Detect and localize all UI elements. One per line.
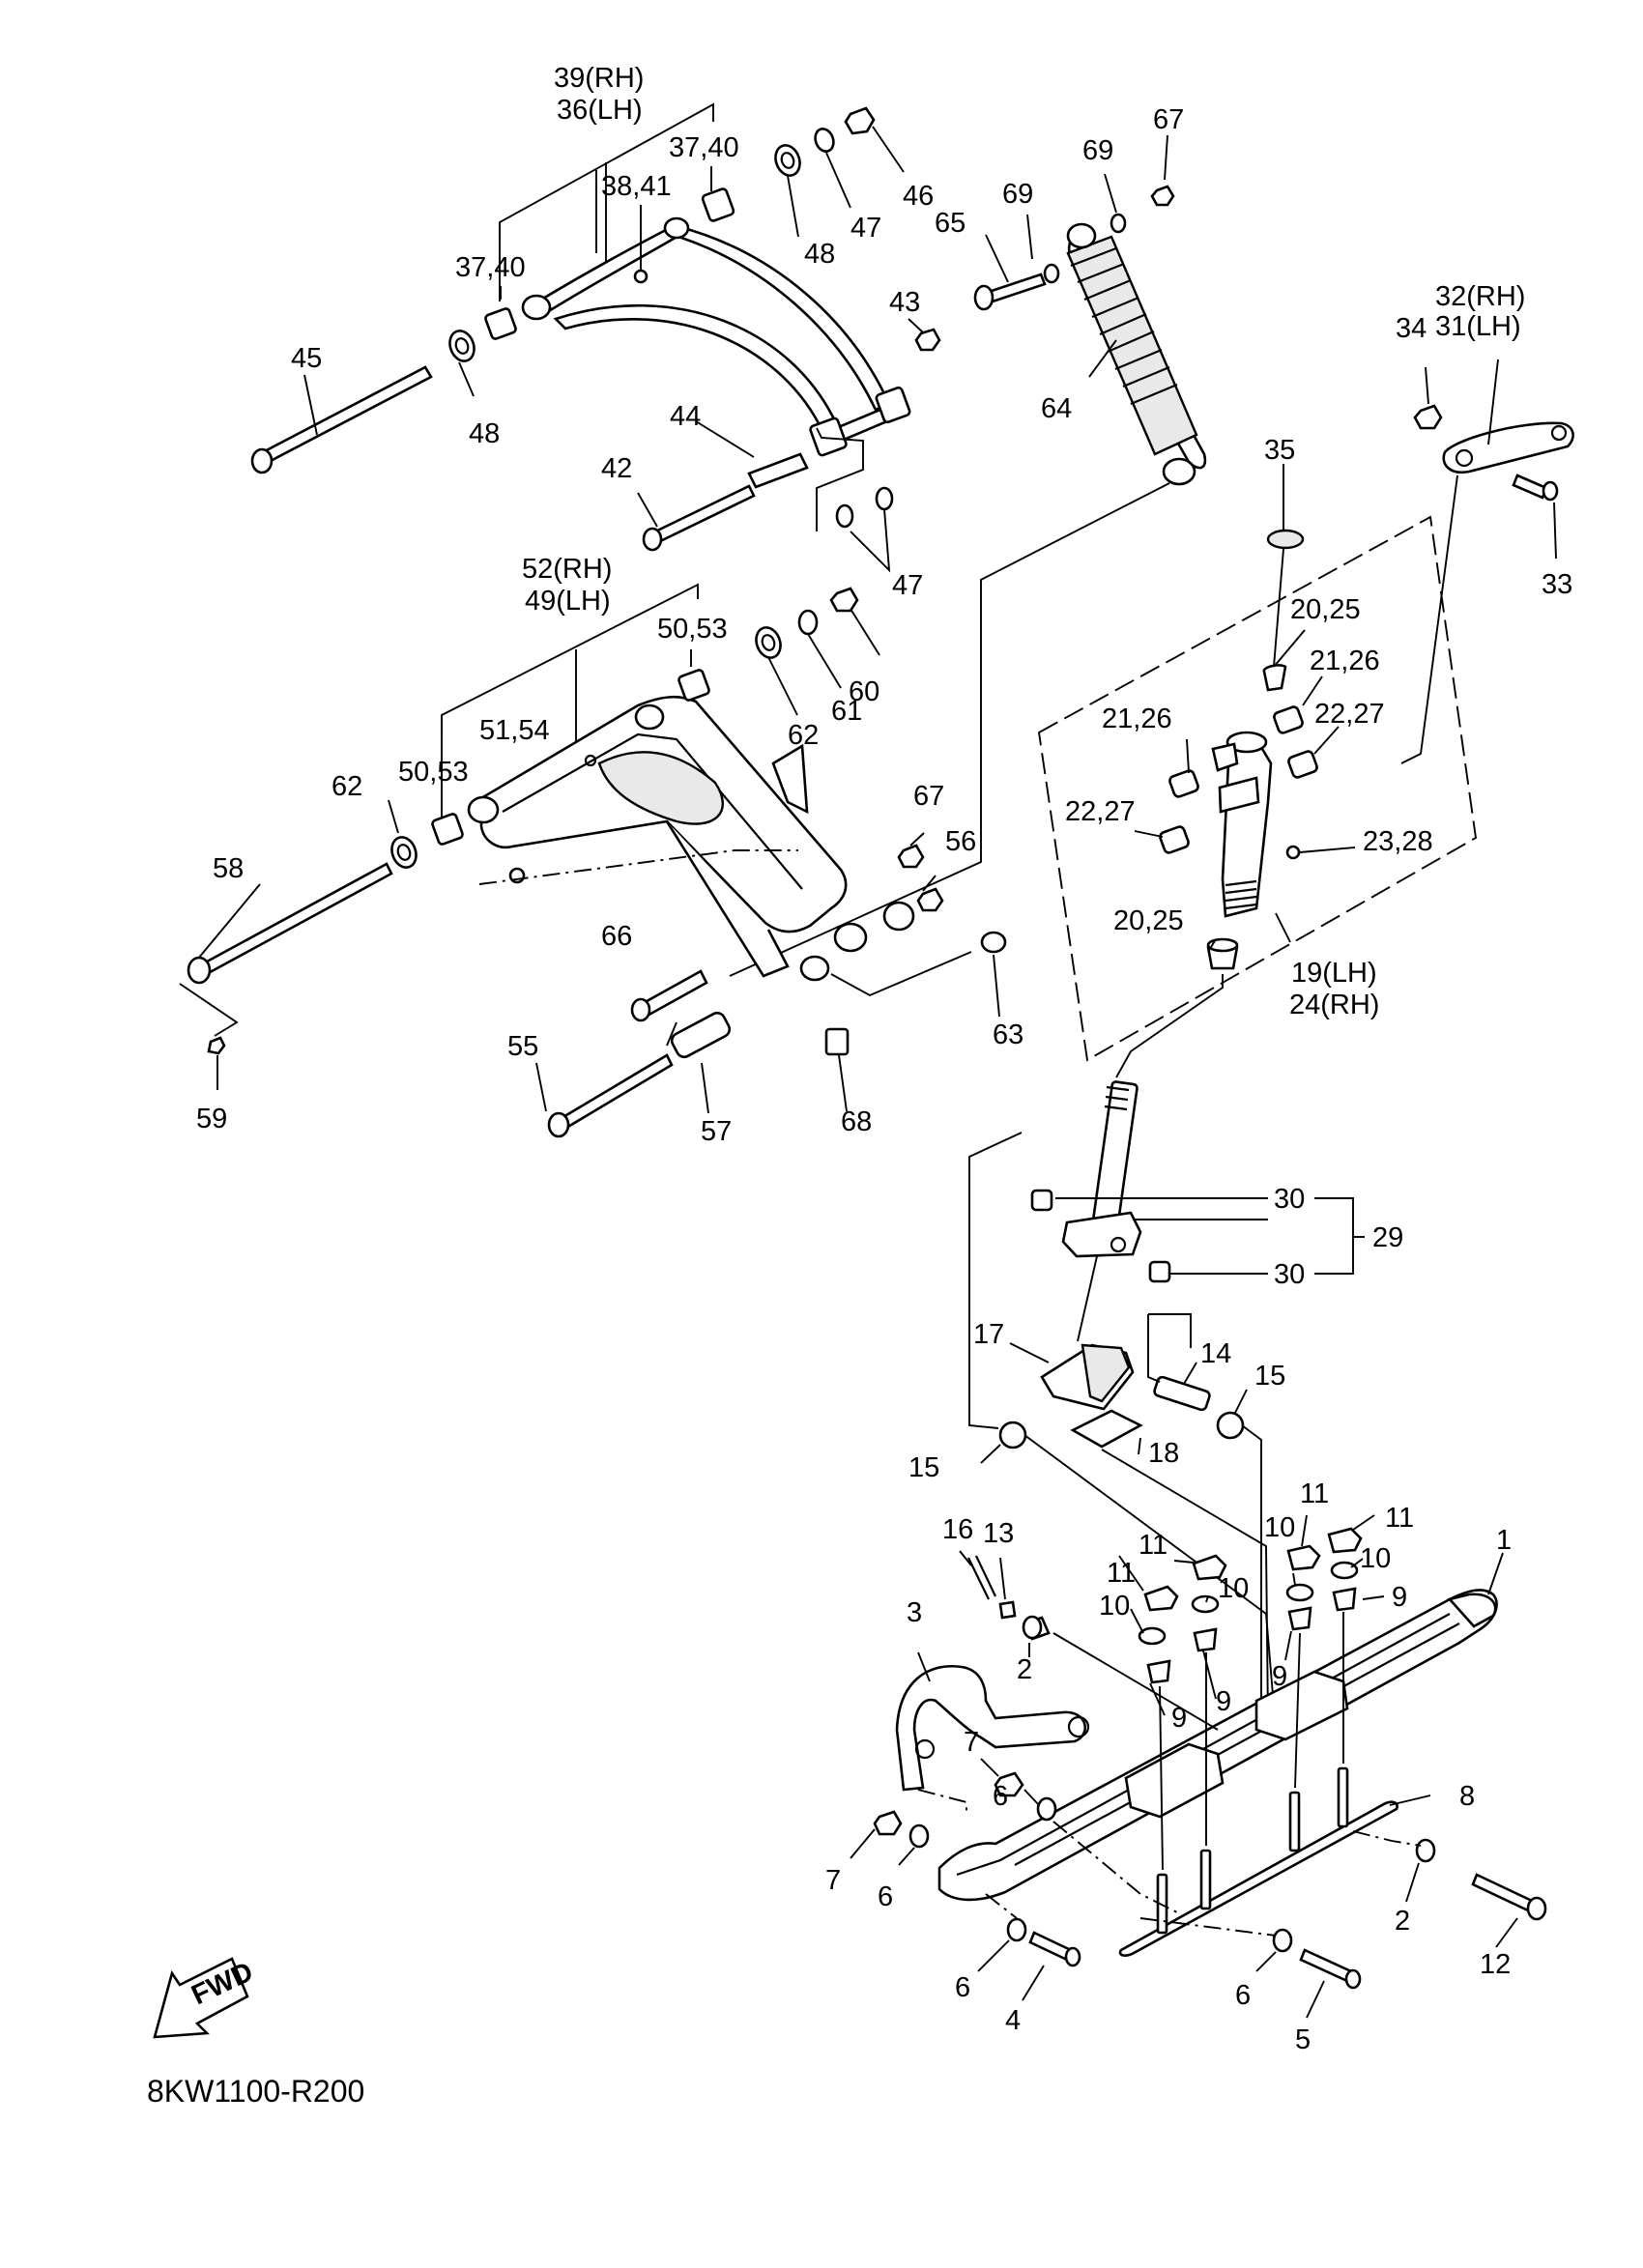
callout-50-53b: 50,53 xyxy=(398,757,469,788)
callout-15a: 15 xyxy=(1254,1361,1285,1392)
callout-50-53a: 50,53 xyxy=(657,614,728,645)
callout-22-27b: 22,27 xyxy=(1065,796,1136,827)
steering-linkage xyxy=(968,359,1574,1731)
callout-60: 60 xyxy=(849,676,879,707)
callout-6c: 6 xyxy=(955,1972,970,2003)
callout-64: 64 xyxy=(1041,393,1072,424)
callout-63: 63 xyxy=(993,1019,1023,1050)
callout-69a: 69 xyxy=(1082,135,1113,166)
callout-67a: 67 xyxy=(1153,104,1184,135)
callout-5: 5 xyxy=(1295,2024,1311,2055)
callout-44: 44 xyxy=(670,401,701,432)
callout-46: 46 xyxy=(903,181,934,212)
upper-arm-assembly xyxy=(250,102,941,573)
callout-33: 33 xyxy=(1542,569,1572,600)
callout-55: 55 xyxy=(507,1031,538,1062)
shock-absorber xyxy=(729,134,1207,977)
callout-9a: 9 xyxy=(1392,1582,1407,1613)
callout-20-25b: 20,25 xyxy=(1113,905,1184,936)
callout-14: 14 xyxy=(1200,1338,1231,1369)
callout-4: 4 xyxy=(1005,2005,1021,2036)
callout-6a: 6 xyxy=(993,1781,1008,1812)
callout-36: 36(LH) xyxy=(557,95,643,126)
callout-58: 58 xyxy=(213,853,244,884)
callout-47b: 47 xyxy=(892,570,923,601)
callout-61: 61 xyxy=(831,696,862,727)
callout-35: 35 xyxy=(1264,435,1295,466)
lower-arm-assembly xyxy=(179,583,1007,1138)
callout-62a: 62 xyxy=(788,720,819,751)
callout-20-25a: 20,25 xyxy=(1290,594,1361,625)
callout-6d: 6 xyxy=(1235,1980,1251,2011)
callout-48a: 48 xyxy=(804,239,835,270)
callout-67b: 67 xyxy=(913,781,944,812)
callout-56: 56 xyxy=(945,826,976,857)
callout-9b: 9 xyxy=(1171,1703,1187,1734)
ski-assembly xyxy=(850,1514,1547,2019)
callout-31: 31(LH) xyxy=(1435,311,1521,342)
callout-65: 65 xyxy=(935,208,966,239)
callout-21-26a: 21,26 xyxy=(1310,646,1380,676)
callout-59: 59 xyxy=(196,1104,227,1134)
callout-10a: 10 xyxy=(1264,1512,1295,1543)
callout-16: 16 xyxy=(942,1514,973,1545)
callout-11a: 11 xyxy=(1300,1479,1329,1509)
callout-47a: 47 xyxy=(850,213,881,244)
callout-1: 1 xyxy=(1496,1525,1512,1556)
callout-34: 34 xyxy=(1396,313,1427,344)
callout-9c: 9 xyxy=(1216,1686,1231,1717)
callout-7b: 7 xyxy=(825,1865,841,1896)
callout-57: 57 xyxy=(701,1116,732,1147)
callout-24: 24(RH) xyxy=(1289,990,1379,1020)
callout-68: 68 xyxy=(841,1106,872,1137)
callout-43: 43 xyxy=(889,287,920,318)
callout-2b: 2 xyxy=(1395,1906,1410,1937)
callout-69b: 69 xyxy=(1002,179,1033,210)
callout-38-41: 38,41 xyxy=(601,171,672,202)
callout-11c: 11 xyxy=(1139,1530,1167,1561)
callout-6b: 6 xyxy=(878,1881,893,1912)
callout-51-54: 51,54 xyxy=(479,715,550,746)
callout-15b: 15 xyxy=(908,1452,939,1483)
callout-42: 42 xyxy=(601,453,632,484)
callout-39: 39(RH) xyxy=(554,63,644,94)
callout-48b: 48 xyxy=(469,418,500,449)
callout-32: 32(RH) xyxy=(1435,281,1525,312)
callout-18: 18 xyxy=(1148,1438,1179,1469)
callout-12: 12 xyxy=(1480,1949,1511,1980)
callout-labels: 39(RH) 36(LH) 37,40 38,41 37,40 46 47 48… xyxy=(196,63,1572,2055)
callout-30a: 30 xyxy=(1274,1184,1305,1215)
callout-52: 52(RH) xyxy=(522,554,612,585)
callout-49: 49(LH) xyxy=(525,586,611,617)
callout-13: 13 xyxy=(983,1518,1014,1549)
callout-11d: 11 xyxy=(1107,1558,1136,1589)
callout-22-27a: 22,27 xyxy=(1314,699,1385,730)
callout-10b: 10 xyxy=(1218,1573,1249,1604)
callout-2a: 2 xyxy=(1017,1654,1032,1685)
callout-37-40a: 37,40 xyxy=(669,132,739,163)
callout-8: 8 xyxy=(1459,1781,1475,1812)
callout-19: 19(LH) xyxy=(1291,958,1377,989)
callout-10c: 10 xyxy=(1360,1543,1391,1574)
drawing-code: 8KW1100-R200 xyxy=(147,2074,364,2109)
callout-11b: 11 xyxy=(1385,1503,1414,1534)
callout-10d: 10 xyxy=(1099,1591,1130,1622)
callout-21-26b: 21,26 xyxy=(1102,703,1172,734)
callout-37-40b: 37,40 xyxy=(455,252,526,283)
callout-62b: 62 xyxy=(331,771,362,802)
callout-30b: 30 xyxy=(1274,1259,1305,1290)
callout-23-28: 23,28 xyxy=(1363,826,1433,857)
callout-66: 66 xyxy=(601,921,632,952)
callout-45: 45 xyxy=(291,343,322,374)
callout-7a: 7 xyxy=(964,1727,979,1758)
callout-9d: 9 xyxy=(1272,1661,1287,1692)
fwd-arrow-icon: FWD xyxy=(153,1956,258,2039)
callout-17: 17 xyxy=(973,1319,1004,1350)
callout-3: 3 xyxy=(907,1597,922,1628)
callout-29: 29 xyxy=(1372,1222,1403,1253)
